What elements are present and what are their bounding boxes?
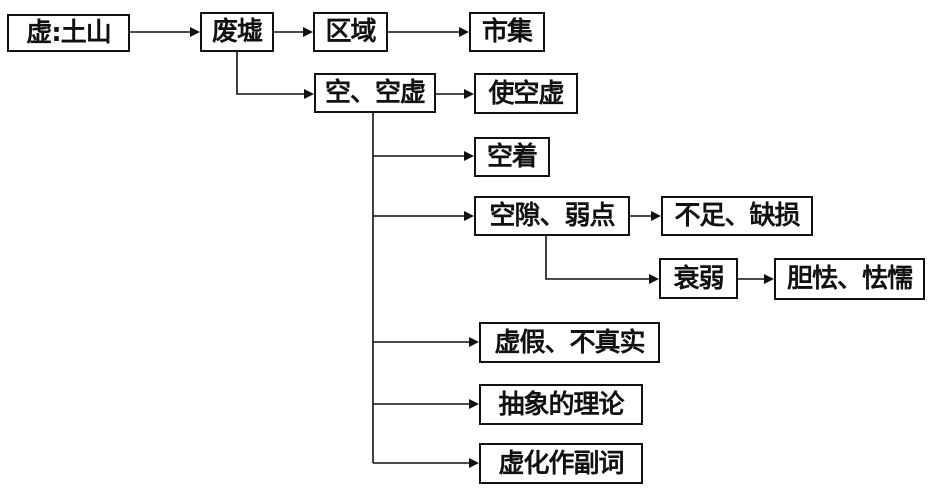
edge-kongxu-xuhua xyxy=(373,458,479,468)
node-xujia: 虚假、不真实 xyxy=(479,322,660,363)
edge-kongxu-kongzhe xyxy=(373,151,474,161)
edge-feixu-kongxu xyxy=(236,50,314,99)
edge-feixu-quyu xyxy=(274,27,313,37)
edge-kongxu-shikongxu xyxy=(436,89,474,99)
node-xuhua: 虚化作副词 xyxy=(479,443,643,484)
edge-shuairuo-danqie xyxy=(738,274,774,284)
node-danqie: 胆怯、怯懦 xyxy=(774,258,925,300)
node-kongxi: 空隙、弱点 xyxy=(474,196,630,236)
edge-kongxu-chouxiang xyxy=(373,399,479,409)
node-chouxiang: 抽象的理论 xyxy=(479,384,643,425)
edge-kongxu-xujia xyxy=(373,337,479,347)
edge-kongxi-shuairuo xyxy=(545,236,659,284)
node-shikongxu: 使空虚 xyxy=(474,73,578,114)
node-kongzhe: 空着 xyxy=(474,137,550,177)
edge-kongxi-buzu xyxy=(630,211,661,221)
node-shuairuo: 衰弱 xyxy=(659,258,738,299)
node-quyu: 区域 xyxy=(313,12,388,52)
edge-root-feixu xyxy=(130,27,200,37)
edge-kongxu-kongxi xyxy=(373,211,474,221)
node-buzu: 不足、缺损 xyxy=(661,196,813,236)
node-shiji: 市集 xyxy=(469,12,545,52)
node-feixu: 废墟 xyxy=(200,12,274,52)
node-kongxu: 空、空虚 xyxy=(314,73,436,113)
node-root: 虚:土山 xyxy=(7,14,130,52)
edge-quyu-shiji xyxy=(388,27,469,37)
